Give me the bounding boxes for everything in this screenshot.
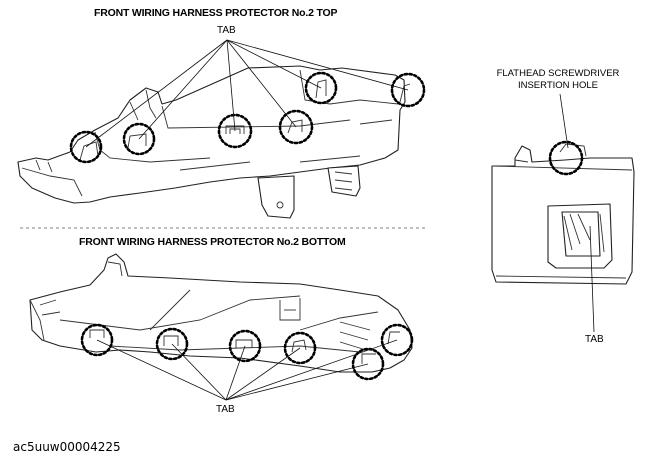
detail-clip-drawing: [491, 143, 635, 285]
callout-circle: [217, 113, 253, 149]
callout-circle: [548, 140, 584, 176]
callout-circle: [390, 72, 426, 108]
callout-circle: [304, 71, 338, 105]
screwdriver-hole-label-line1: FLATHEAD SCREWDRIVER: [496, 68, 620, 79]
bottom-tab-label: TAB: [216, 404, 235, 415]
bottom-view-title: FRONT WIRING HARNESS PROTECTOR No.2 BOTT…: [79, 236, 346, 248]
figure-code: ac5uuw00004225: [13, 440, 121, 454]
screwdriver-hole-label: FLATHEAD SCREWDRIVER INSERTION HOLE: [494, 68, 622, 92]
top-tab-leader-lines: [85, 39, 409, 148]
callout-circle: [228, 329, 262, 363]
top-tab-callouts: [69, 71, 426, 164]
callout-circle: [69, 130, 103, 164]
detail-leader-lines: [559, 93, 595, 333]
callout-circle: [278, 109, 314, 145]
top-view-title: FRONT WIRING HARNESS PROTECTOR No.2 TOP: [94, 7, 338, 19]
callout-circle: [283, 331, 317, 365]
top-protector-drawing: [17, 65, 411, 219]
top-tab-label: TAB: [217, 25, 236, 36]
callout-circle: [351, 347, 385, 381]
detail-tab-label: TAB: [585, 334, 604, 345]
detail-callouts: [548, 140, 584, 176]
callout-circle: [80, 323, 114, 357]
callout-circle: [380, 323, 414, 357]
bottom-tab-callouts: [80, 323, 414, 381]
callout-circle: [122, 122, 156, 156]
bottom-tab-leader-lines: [96, 339, 398, 401]
screwdriver-hole-label-line2: INSERTION HOLE: [517, 80, 599, 91]
bottom-protector-drawing: [29, 253, 413, 373]
callout-circle: [155, 327, 189, 361]
